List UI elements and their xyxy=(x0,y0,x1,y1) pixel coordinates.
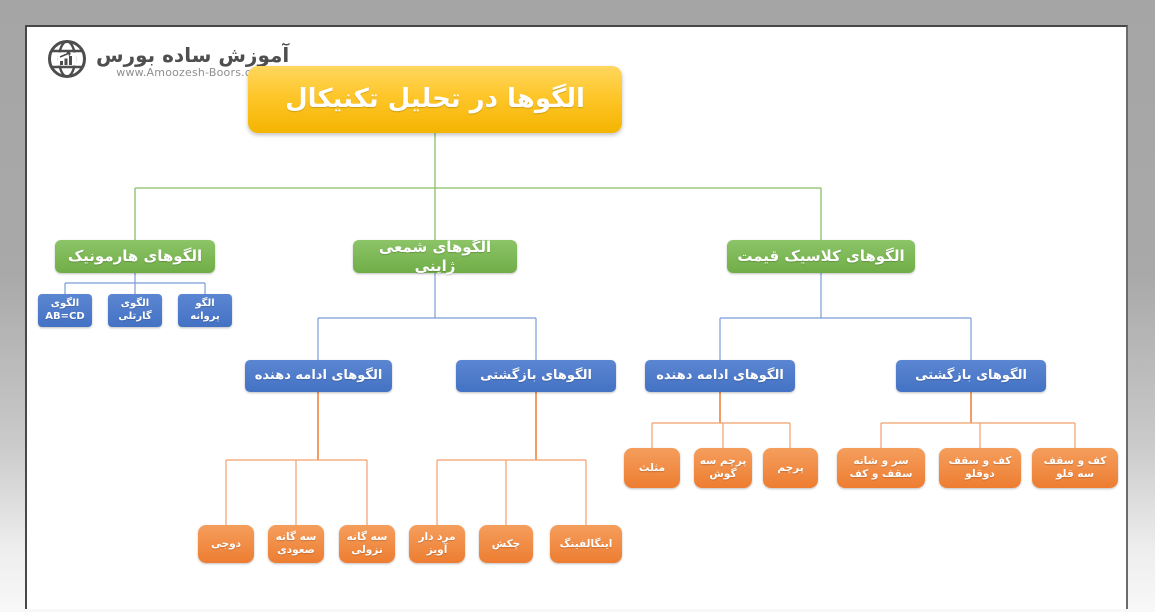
brand-url: www.Amoozesh-Boors.com xyxy=(116,65,269,79)
leaf-hammer: چکش xyxy=(479,525,533,563)
leaf-triangle: مثلث xyxy=(624,448,680,488)
leaf-doji: دوجی xyxy=(198,525,254,563)
leaf-engulfing: اینگالفینگ xyxy=(550,525,622,563)
node-classic-price-patterns: الگوهای کلاسیک قیمت xyxy=(727,240,915,273)
leaf-pennant: پرچم سه گوش xyxy=(694,448,752,488)
leaf-triple-top-bottom: کف و سقف سه قلو xyxy=(1032,448,1118,488)
leaf-rising-three: سه گانه صعودی xyxy=(268,525,324,563)
brand-name: آموزش ساده بورس xyxy=(96,42,290,67)
leaf-falling-three: سه گانه نزولی xyxy=(339,525,395,563)
node-butterfly-pattern: الگو پروانه xyxy=(178,294,232,327)
node-classic-continuation: الگوهای ادامه دهنده xyxy=(645,360,795,392)
leaf-flag: پرچم xyxy=(763,448,818,488)
leaf-head-and-shoulders: سر و شانه سقف و کف xyxy=(837,448,925,488)
node-gartley-pattern: الگوی گارتلی xyxy=(108,294,162,327)
leaf-double-top-bottom: کف و سقف دوقلو xyxy=(939,448,1021,488)
leaf-hanging-man: مرد دار آویز xyxy=(409,525,465,563)
brand-logo: آموزش ساده بورس www.Amoozesh-Boors.com xyxy=(46,38,289,84)
node-candlestick-reversal: الگوهای بازگشتی xyxy=(456,360,616,392)
node-ab-cd-pattern: الگوی AB=CD xyxy=(38,294,92,327)
node-candlestick-continuation: الگوهای ادامه دهنده xyxy=(245,360,392,392)
node-candlestick-patterns: الگوهای شمعی ژاپنی xyxy=(353,238,517,275)
node-classic-reversal: الگوهای بازگشتی xyxy=(896,360,1046,392)
globe-chart-icon xyxy=(46,38,88,84)
node-harmonic-patterns: الگوهای هارمونیک xyxy=(55,240,215,273)
node-root-title: الگوها در تحلیل تکنیکال xyxy=(248,66,622,133)
